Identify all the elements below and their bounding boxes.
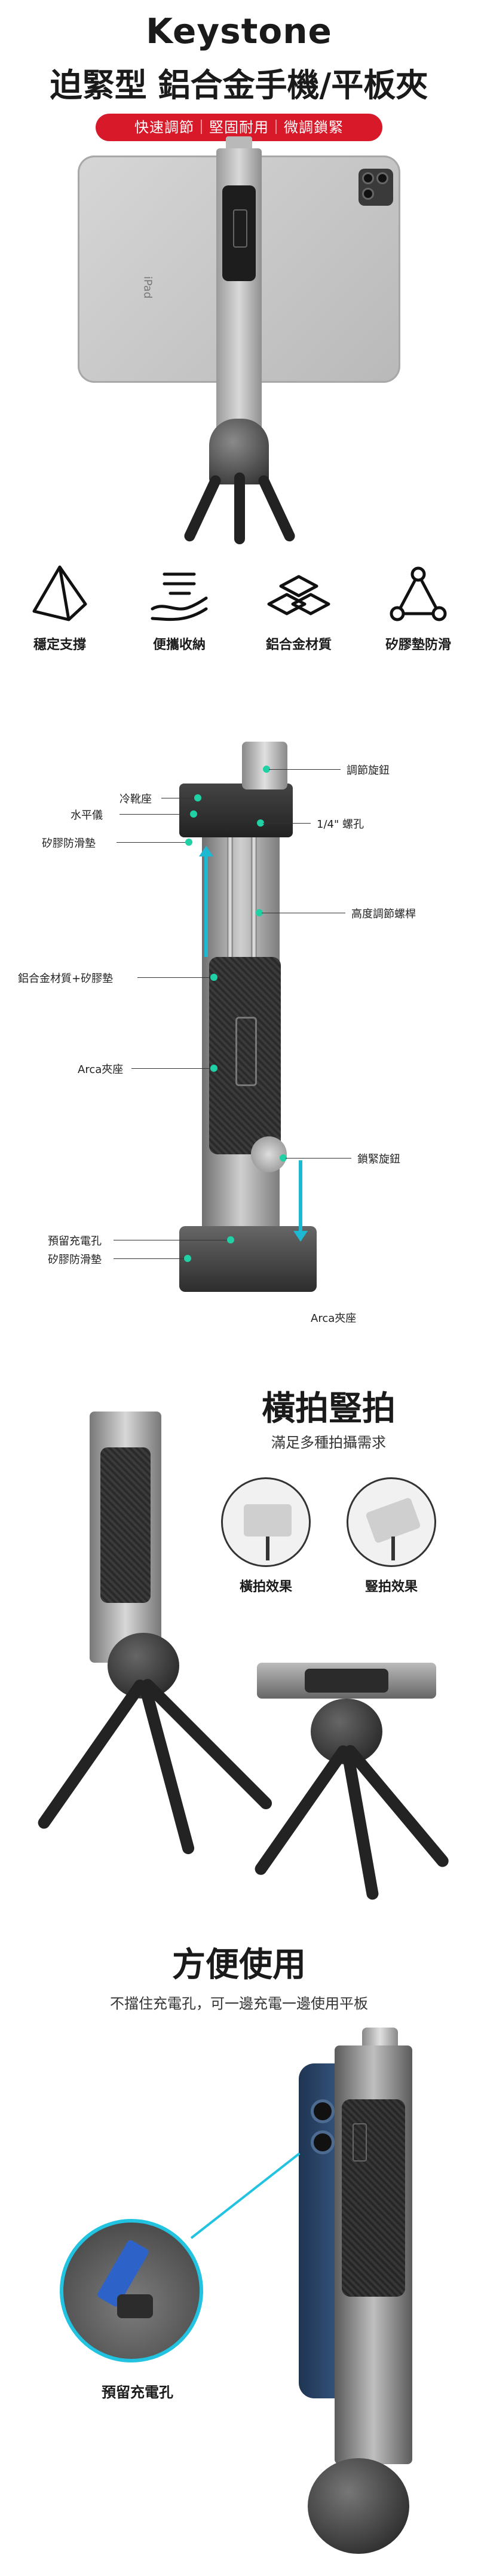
callout-dot [227, 1236, 234, 1243]
move-down-arrow-icon [293, 1160, 308, 1242]
feature-item-portable: 便攜收納 [120, 550, 239, 670]
silicone-pad-image [209, 957, 281, 1154]
callout-line [120, 814, 190, 815]
feature-label: 鋁合金材質 [265, 638, 332, 653]
convenience-section: 方便使用 不擋住充電孔，可一邊充電一邊使用平板 預留充電孔 [0, 1926, 478, 2576]
callout-dot [280, 1154, 287, 1162]
orientation-section: 橫拍豎拍 滿足多種拍攝需求 橫拍效果 豎拍效果 [0, 1376, 478, 1914]
feature-item-stability: 穩定支撐 [0, 550, 120, 670]
callout-dot [263, 766, 270, 773]
tripod-image [252, 1699, 451, 1914]
tripod-leg [234, 472, 245, 544]
callout-dot [194, 794, 201, 801]
callout-dot [210, 974, 217, 981]
features-row: 穩定支撐 便攜收納 鋁合金材質 矽膠墊防 [0, 550, 478, 670]
tripod-leg [256, 473, 297, 544]
charge-slot [117, 2294, 153, 2318]
callout-screw-hole: 1/4" 螺孔 [317, 818, 364, 831]
anatomy-diagram: 調節旋鈕 冷靴座 水平儀 1/4" 螺孔 矽膠防滑墊 高度調節螺桿 鋁合金材質+… [0, 706, 478, 1346]
height-screw-rod [251, 837, 257, 1065]
callout-silicone-top: 矽膠防滑墊 [42, 837, 96, 850]
silicone-pad-image [342, 2099, 405, 2297]
section-subtitle: 滿足多種拍攝需求 [271, 1434, 386, 1451]
feature-item-aluminum: 鋁合金材質 [239, 550, 358, 670]
callout-line [131, 1068, 210, 1069]
move-up-arrow-icon [199, 846, 213, 957]
feature-label: 矽膠墊防滑 [385, 638, 451, 653]
callout-knob: 調節旋鈕 [347, 764, 390, 777]
callout-line [269, 769, 341, 770]
portrait-preview-image [347, 1477, 436, 1567]
callout-dot [184, 1255, 191, 1262]
feature-item-silicone: 矽膠墊防滑 [358, 550, 478, 670]
landscape-preview-image [221, 1477, 311, 1567]
section-title: 橫拍豎拍 [262, 1389, 396, 1428]
callout-charge-hole: 預留充電孔 [48, 1235, 102, 1248]
feature-label: 穩定支撐 [33, 638, 86, 653]
pyramid-icon [32, 565, 87, 621]
brand-title: Keystone [146, 11, 332, 51]
landscape-caption: 橫拍效果 [239, 1580, 292, 1595]
callout-lock-knob: 鎖緊旋鈕 [357, 1153, 400, 1166]
callout-line [137, 977, 210, 978]
callout-line [117, 842, 185, 843]
callout-dot [257, 819, 264, 827]
hand-holding-icon [151, 572, 208, 621]
callout-level: 水平儀 [71, 809, 103, 822]
callout-dot [190, 810, 197, 818]
horizontal-clamp-image [257, 1663, 436, 1699]
section-title: 方便使用 [172, 1946, 306, 1984]
callout-height-screw: 高度調節螺桿 [351, 908, 416, 920]
callout-cold-shoe: 冷靴座 [120, 793, 152, 806]
callout-line [114, 1258, 184, 1259]
tripod-leg [182, 473, 223, 544]
tripod-image [35, 1633, 275, 1872]
callout-material: 鋁合金材質+矽膠墊 [18, 973, 114, 985]
feature-label: 便攜收納 [152, 638, 206, 653]
vertical-clamp-image [90, 1412, 161, 1663]
tablet-brand-label: iPad [141, 276, 154, 299]
clamp-grip-pad [222, 185, 256, 281]
tablet-camera-icon [358, 169, 393, 206]
ball-head-image [308, 2458, 409, 2554]
callout-dot [256, 909, 263, 916]
portrait-caption: 豎拍效果 [364, 1580, 418, 1595]
height-screw-rod [227, 837, 233, 1065]
zoom-connector-line [190, 2152, 301, 2239]
clamp-top-cap [179, 784, 293, 837]
product-headline: 迫緊型 鋁合金手機/平板夾 [50, 66, 428, 104]
callout-dot [210, 1065, 217, 1072]
callout-dot [185, 839, 192, 846]
hero-section: Keystone 迫緊型 鋁合金手機/平板夾 快速調節｜堅固耐用｜微調鎖緊 iP… [0, 0, 478, 544]
callout-arca-mid: Arca夾座 [78, 1063, 124, 1076]
triangle-nodes-icon [390, 566, 447, 621]
section-subtitle: 不擋住充電孔，可一邊充電一邊使用平板 [110, 1995, 368, 2012]
callout-arca-bottom: Arca夾座 [311, 1312, 357, 1325]
callout-line [286, 1158, 351, 1159]
charge-port-caption: 預留充電孔 [102, 2384, 173, 2401]
metal-bars-icon [267, 575, 330, 615]
callout-line [263, 823, 311, 824]
charge-port-zoom-image [60, 2219, 203, 2362]
callout-silicone-bottom: 矽膠防滑墊 [48, 1254, 102, 1266]
